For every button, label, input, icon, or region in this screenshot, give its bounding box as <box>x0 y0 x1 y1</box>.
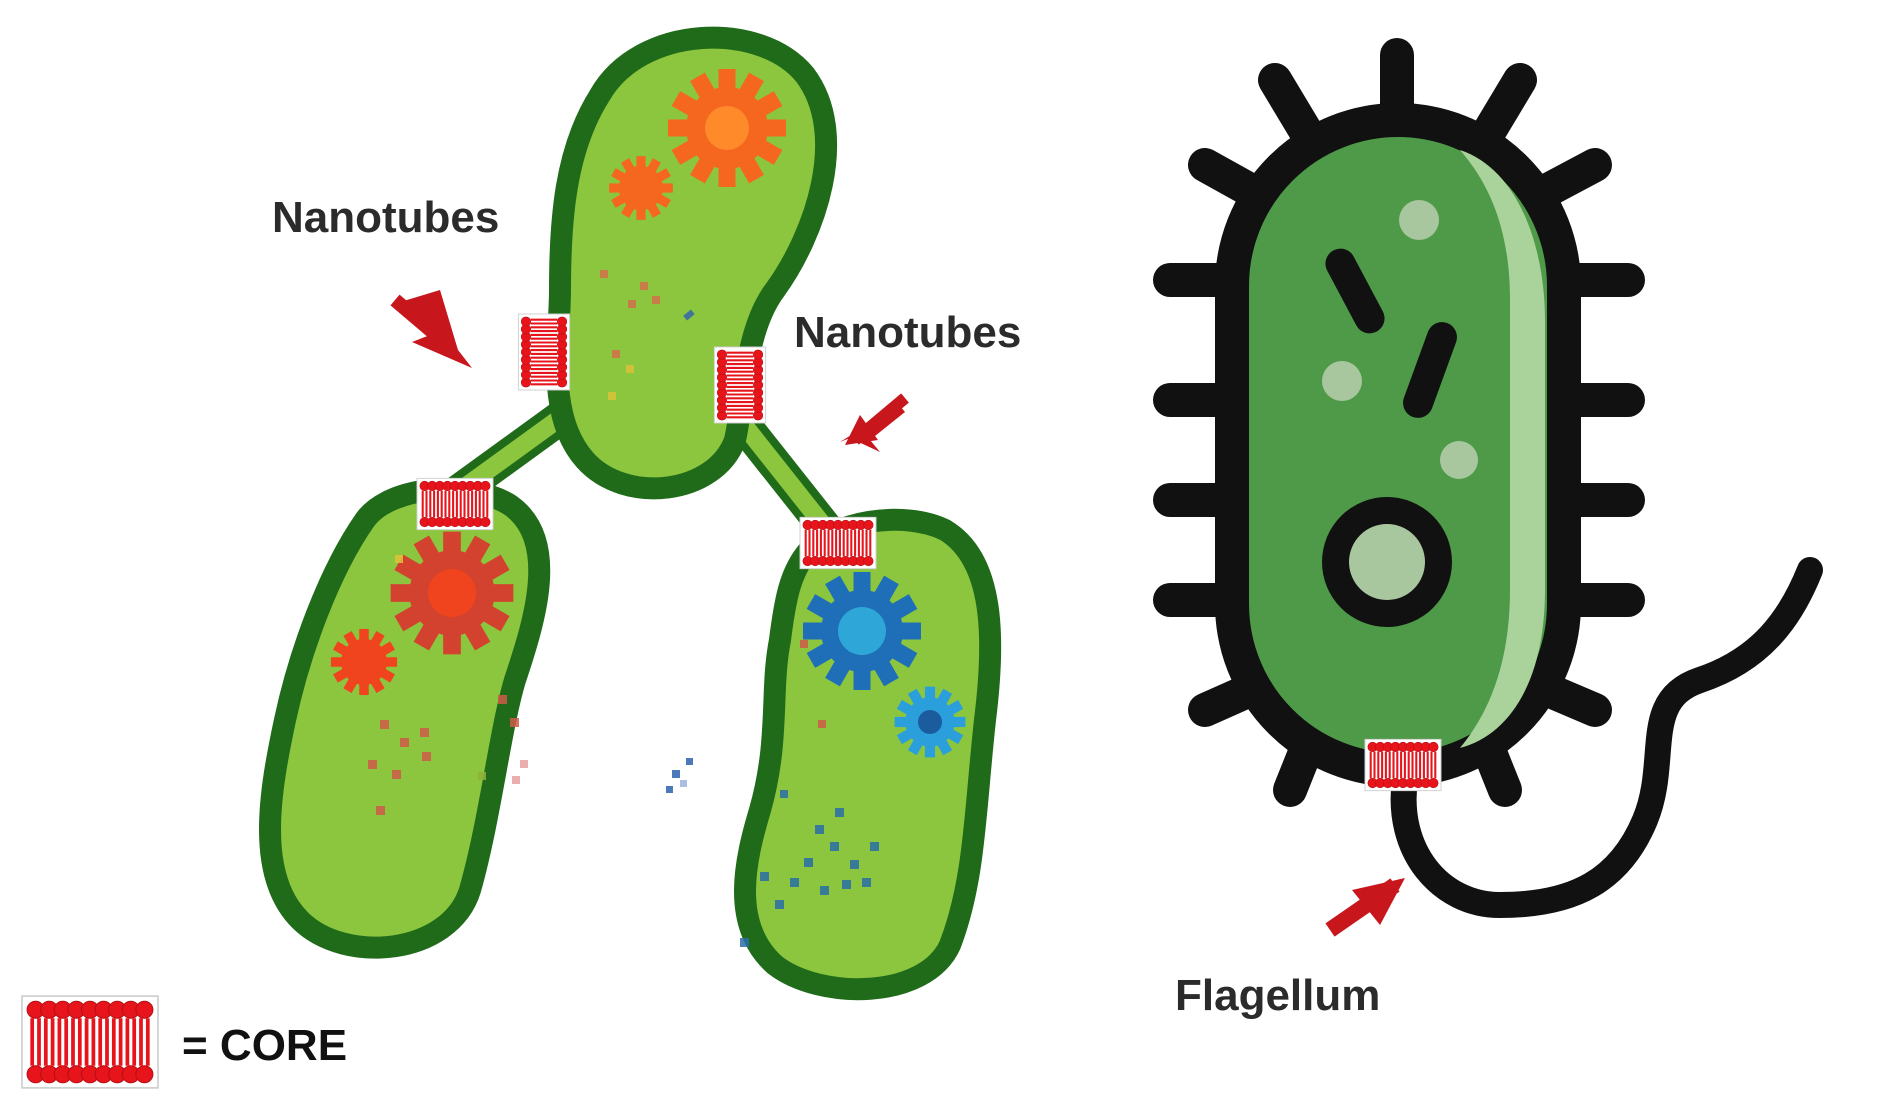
particles-top <box>600 270 695 400</box>
legend-label: = CORE <box>182 1021 347 1070</box>
particles-left <box>368 555 528 815</box>
membrane-core-icon <box>517 312 571 392</box>
flagellum-label: Flagellum <box>1175 971 1380 1020</box>
membrane-core-icon <box>798 516 878 570</box>
membrane-core-icon <box>713 345 767 425</box>
membrane-core-icon <box>1363 738 1443 792</box>
nanotubes-right-label: Nanotubes <box>794 308 1021 357</box>
nanotubes-left-label: Nanotubes <box>272 193 499 242</box>
particles-right <box>740 640 879 947</box>
membrane-core-icon <box>20 994 160 1090</box>
particles-middle <box>666 758 693 793</box>
membrane-core-icon <box>415 477 495 531</box>
connected-cells-group: Nanotubes Nanotubes <box>259 26 1021 1001</box>
flagellum <box>1390 557 1823 919</box>
bacterium-icon <box>1153 38 1823 919</box>
legend: = CORE <box>20 994 347 1090</box>
